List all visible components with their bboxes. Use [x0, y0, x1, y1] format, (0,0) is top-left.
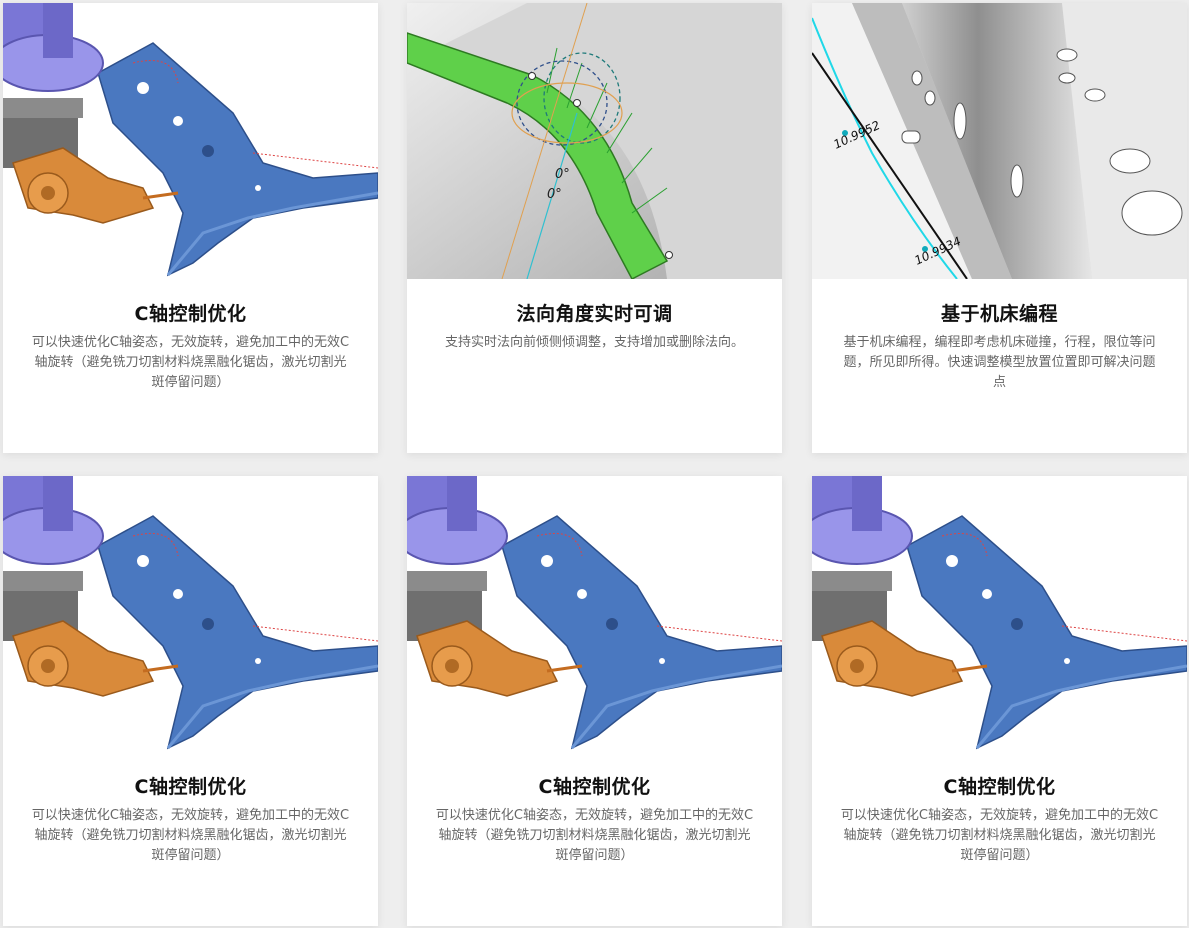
card-title: 法向角度实时可调	[516, 303, 673, 325]
card-title: C轴控制优化	[538, 776, 651, 798]
card-description: 可以快速优化C轴姿态，无效旋转，避免加工中的无效C轴旋转（避免铣刀切割材料烧黑融…	[31, 808, 350, 863]
card-description: 可以快速优化C轴姿态，无效旋转，避免加工中的无效C轴旋转（避免铣刀切割材料烧黑融…	[435, 808, 754, 863]
feature-card[interactable]: C轴控制优化 可以快速优化C轴姿态，无效旋转，避免加工中的无效C轴旋转（避免铣刀…	[812, 476, 1187, 926]
card-title: C轴控制优化	[134, 303, 247, 325]
feature-card[interactable]: 10.9952 10.9934 基于机床编程 基于机床编程，编程即考虑机床碰撞，…	[812, 3, 1187, 453]
angle-label-1: 0°	[555, 167, 570, 182]
card-description: 可以快速优化C轴姿态，无效旋转，避免加工中的无效C轴旋转（避免铣刀切割材料烧黑融…	[840, 808, 1159, 863]
feature-card[interactable]: C轴控制优化 可以快速优化C轴姿态，无效旋转，避免加工中的无效C轴旋转（避免铣刀…	[3, 476, 378, 926]
robot-laser-cutting-image	[3, 3, 378, 279]
robot-laser-cutting-image	[3, 476, 378, 752]
card-title: 基于机床编程	[940, 303, 1058, 325]
card-description: 可以快速优化C轴姿态，无效旋转，避免加工中的无效C轴旋转（避免铣刀切割材料烧黑融…	[31, 335, 350, 390]
card-description: 支持实时法向前倾侧倾调整，支持增加或删除法向。	[444, 335, 744, 350]
feature-card[interactable]: C轴控制优化 可以快速优化C轴姿态，无效旋转，避免加工中的无效C轴旋转（避免铣刀…	[407, 476, 782, 926]
feature-card[interactable]: C轴控制优化 可以快速优化C轴姿态，无效旋转，避免加工中的无效C轴旋转（避免铣刀…	[3, 3, 378, 453]
machine-programming-image: 10.9952 10.9934	[812, 3, 1187, 279]
feature-card[interactable]: 0° 0° 法向角度实时可调 支持实时法向前倾侧倾调整，支持增加或删除法向。	[407, 3, 782, 453]
robot-laser-cutting-image	[407, 476, 782, 752]
card-title: C轴控制优化	[943, 776, 1056, 798]
normal-angle-adjust-image: 0° 0°	[407, 3, 782, 279]
angle-label-2: 0°	[547, 187, 562, 202]
card-description: 基于机床编程，编程即考虑机床碰撞，行程，限位等问题，所见即所得。快速调整模型放置…	[843, 335, 1156, 390]
card-title: C轴控制优化	[134, 776, 247, 798]
robot-laser-cutting-image	[812, 476, 1187, 752]
